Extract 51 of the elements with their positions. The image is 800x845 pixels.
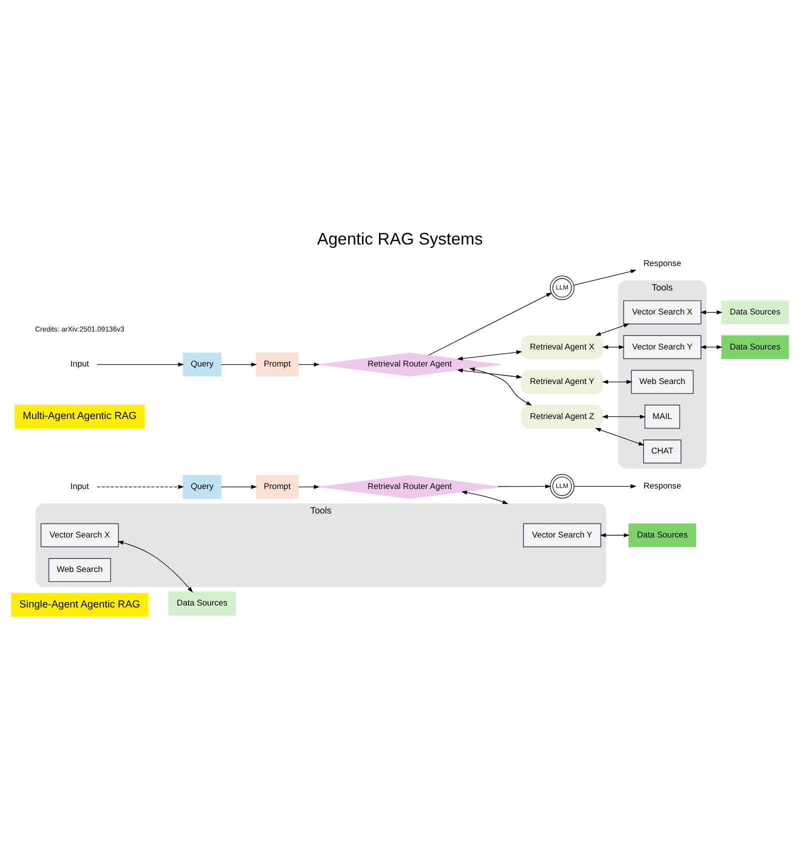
arrow bbox=[96, 362, 184, 367]
node-box: Retrieval Agent Y bbox=[520, 370, 604, 394]
node-box: Multi-Agent Agentic RAG bbox=[14, 404, 145, 429]
arrow bbox=[700, 310, 723, 314]
node-box: Vector Search X bbox=[40, 523, 119, 548]
arrow bbox=[602, 380, 632, 384]
node-box: Vector Search X bbox=[623, 300, 702, 324]
node-box: Data Sources bbox=[168, 592, 236, 616]
arrow bbox=[600, 533, 630, 538]
node-box: MAIL bbox=[644, 404, 680, 429]
node-box: Vector Search Y bbox=[623, 335, 702, 360]
arrow bbox=[595, 428, 644, 446]
arrow bbox=[469, 368, 532, 406]
arrow bbox=[298, 362, 320, 367]
node-box: Data Sources bbox=[721, 300, 789, 324]
diagram-title: Agentic RAG Systems bbox=[317, 230, 483, 249]
arrow bbox=[574, 484, 636, 488]
node-box: Vector Search Y bbox=[523, 523, 602, 548]
node-box: Retrieval Agent Z bbox=[521, 404, 604, 429]
node-box: Web Search bbox=[630, 370, 694, 394]
node-box: Query bbox=[182, 475, 222, 499]
arrow bbox=[96, 484, 184, 489]
node-text: Response bbox=[643, 258, 682, 268]
node-box: Data Sources bbox=[628, 523, 696, 548]
arrow bbox=[461, 490, 508, 504]
arrow bbox=[602, 345, 625, 350]
node-text: Input bbox=[70, 481, 90, 492]
node-diamond: Retrieval Router Agent bbox=[318, 352, 502, 376]
node-box: Prompt bbox=[256, 352, 298, 376]
node-box: Web Search bbox=[48, 558, 112, 582]
arrow bbox=[497, 484, 552, 488]
arrow bbox=[700, 345, 723, 350]
arrow bbox=[118, 540, 193, 593]
arrow bbox=[456, 368, 522, 379]
node-box: CHAT bbox=[643, 439, 682, 464]
node-box: Single-Agent Agentic RAG bbox=[11, 592, 148, 617]
node-box: Prompt bbox=[256, 475, 298, 499]
arrow bbox=[428, 292, 552, 356]
node-box: Data Sources bbox=[721, 335, 789, 360]
arrow bbox=[595, 324, 630, 336]
node-text: Response bbox=[643, 480, 682, 490]
arrow bbox=[602, 414, 646, 419]
node-box: Query bbox=[182, 352, 222, 376]
arrow bbox=[220, 484, 257, 489]
node-text: Input bbox=[70, 358, 90, 369]
node-diamond: Retrieval Router Agent bbox=[318, 475, 502, 499]
node-box: Retrieval Agent X bbox=[520, 335, 604, 360]
arrow bbox=[574, 269, 637, 286]
arrow bbox=[298, 484, 320, 489]
arrow bbox=[220, 362, 257, 367]
arrow bbox=[456, 350, 522, 360]
